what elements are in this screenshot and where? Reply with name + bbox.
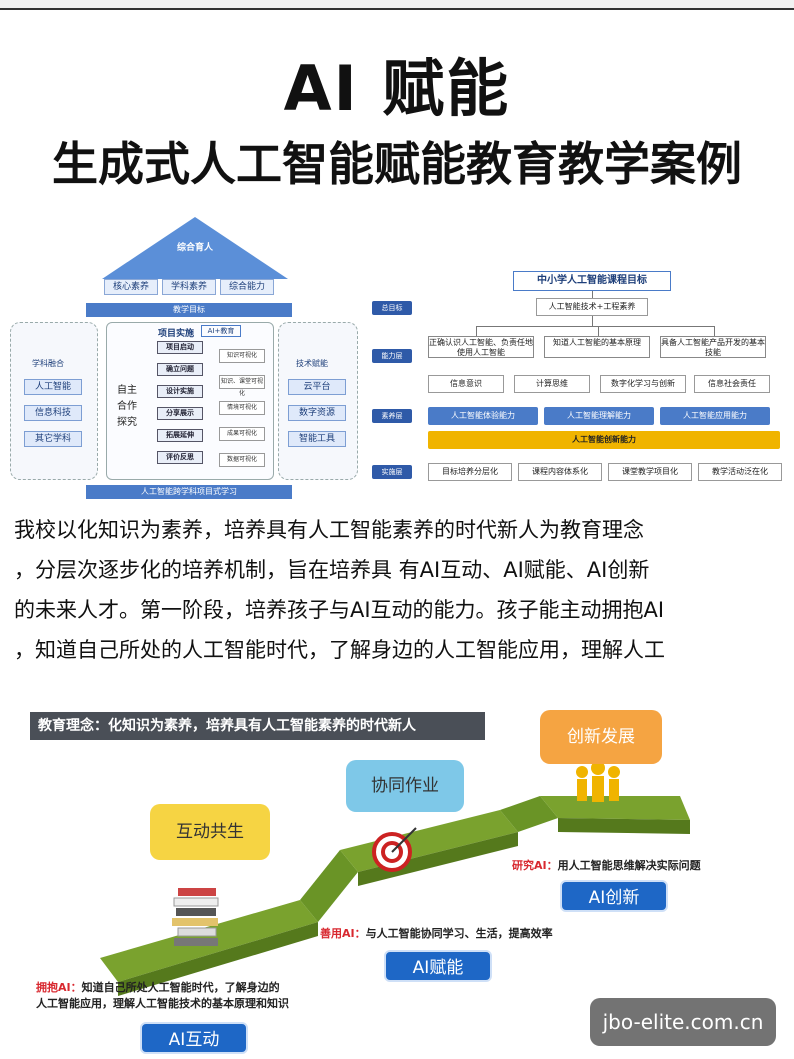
connector-line [592, 316, 593, 326]
project-implement-label: 项目实施 [157, 329, 194, 339]
pyramid-tag: 学科素养 [162, 279, 216, 295]
implementation-chip: 课程内容体系化 [518, 463, 602, 481]
course-goal-title: 中小学人工智能课程目标 [513, 271, 671, 291]
right-group-item: 智能工具 [288, 431, 346, 447]
step-note: 知识、课堂可视化 [219, 375, 265, 397]
project-panel: 项目实施 AI+教育 自主 合作 探究 项目启动 确立问题 设计实施 分享展示 … [106, 322, 274, 480]
project-step: 评价反思 [157, 451, 203, 464]
project-step: 设计实施 [157, 385, 203, 398]
innovation-bar: 人工智能创新能力 [428, 431, 780, 449]
ability-bar: 人工智能体验能力 [428, 407, 538, 425]
intro-paragraph: 我校以化知识为素养，培养具有人工智能素养的时代新人为教育理念 ，分层次逐步化的培… [14, 510, 784, 670]
connector-line [598, 326, 599, 336]
teaching-goal-bar: 教学目标 [86, 303, 292, 317]
left-group-title: 学科融合 [32, 359, 64, 368]
paragraph-line: ，知道自己所处的人工智能时代，了解身边的人工智能应用，理解人工 [14, 638, 665, 662]
ability-bar: 人工智能理解能力 [544, 407, 654, 425]
ability-box: 知道人工智能的基本原理 [544, 336, 650, 358]
paragraph-line: 的未来人才。第一阶段，培养孩子与AI互动的能力。孩子能主动拥抱AI [14, 598, 665, 622]
connector-line [592, 291, 593, 299]
pill-ai-innovation: AI创新 [560, 880, 668, 912]
left-group-item: 信息科技 [24, 405, 82, 421]
step-description-embrace: 拥抱AI：知道自己所处人工智能时代，了解身边的 人工智能应用，理解人工智能技术的… [36, 980, 376, 1012]
step-key: 善用AI： [320, 927, 366, 940]
method-text: 合作 [117, 401, 137, 412]
level-label: 素养层 [372, 409, 412, 423]
step-text: 知道自己所处人工智能时代，了解身边的 [81, 981, 280, 994]
staircase-graphic [100, 761, 690, 996]
growth-staircase: 教育理念：化知识为素养，培养具有人工智能素养的时代新人 互动共生 [0, 700, 794, 1059]
step-key: 研究AI： [512, 859, 558, 872]
pill-ai-empower: AI赋能 [384, 950, 492, 982]
project-step: 分享展示 [157, 407, 203, 420]
pyramid-shape [102, 217, 288, 279]
literacy-chip: 信息意识 [428, 375, 504, 393]
left-group-box [10, 322, 98, 480]
step-description-use: 善用AI：与人工智能协同学习、生活，提高效率 [320, 926, 610, 942]
bottom-bar: 人工智能跨学科项目式学习 [86, 485, 292, 499]
right-group-item: 数字资源 [288, 405, 346, 421]
top-divider [0, 0, 794, 10]
bubble-collaboration: 协同作业 [346, 760, 464, 812]
step-key: 拥抱AI： [36, 981, 82, 994]
page-title: AI 赋能 [283, 52, 511, 125]
step-note: 成果可视化 [219, 427, 265, 441]
bubble-interaction: 互动共生 [150, 804, 270, 860]
pill-ai-interaction: AI互动 [140, 1022, 248, 1054]
left-group-item: 其它学科 [24, 431, 82, 447]
course-goal-diagram: 中小学人工智能课程目标 总目标 能力层 素养层 实施层 人工智能技术+工程素养 … [368, 265, 788, 495]
literacy-chip: 计算思维 [514, 375, 590, 393]
method-text: 探究 [117, 417, 137, 428]
left-diagram: 综合育人 核心素养 学科素养 综合能力 教学目标 学科融合 人工智能 信息科技 … [10, 215, 360, 505]
page-subtitle: 生成式人工智能赋能教育教学案例 [52, 137, 742, 191]
step-note: 知识可视化 [219, 349, 265, 363]
connector-line [476, 326, 477, 336]
right-group-item: 云平台 [288, 379, 346, 395]
literacy-chip: 信息社会责任 [694, 375, 770, 393]
implementation-chip: 目标培养分层化 [428, 463, 512, 481]
project-step: 拓展延伸 [157, 429, 203, 442]
pyramid-top-label: 综合育人 [176, 243, 213, 253]
literacy-chip: 数字化学习与创新 [600, 375, 686, 393]
right-group-box [278, 322, 358, 480]
pyramid-tag: 综合能力 [220, 279, 274, 295]
level-label: 总目标 [372, 301, 412, 315]
paragraph-line: 我校以化知识为素养，培养具有人工智能素养的时代新人为教育理念 [14, 518, 644, 542]
level-label: 能力层 [372, 349, 412, 363]
level-label: 实施层 [372, 465, 412, 479]
right-group-title: 技术赋能 [296, 359, 328, 368]
watermark: jbo-elite.com.cn [590, 998, 776, 1046]
paragraph-line: ，分层次逐步化的培养机制，旨在培养具 有AI互动、AI赋能、AI创新 [14, 558, 650, 582]
method-text: 自主 [117, 385, 137, 396]
ability-bar: 人工智能应用能力 [660, 407, 770, 425]
project-step: 项目启动 [157, 341, 203, 354]
project-step: 确立问题 [157, 363, 203, 376]
pyramid-tag: 核心素养 [104, 279, 158, 295]
implementation-chip: 课堂教学项目化 [608, 463, 692, 481]
step-note: 数据可视化 [219, 453, 265, 467]
bubble-innovation: 创新发展 [540, 710, 662, 764]
step-text: 人工智能应用，理解人工智能技术的基本原理和知识 [36, 997, 289, 1010]
connector-line [714, 326, 715, 336]
step-text: 与人工智能协同学习、生活，提高效率 [365, 927, 553, 940]
left-group-item: 人工智能 [24, 379, 82, 395]
step-text: 用人工智能思维解决实际问题 [557, 859, 701, 872]
ability-box: 具备人工智能产品开发的基本技能 [660, 336, 766, 358]
philosophy-banner: 教育理念：化知识为素养，培养具有人工智能素养的时代新人 [30, 712, 485, 740]
connector-line [476, 326, 714, 327]
step-description-research: 研究AI：用人工智能思维解决实际问题 [512, 858, 772, 874]
ai-education-tag: AI+教育 [201, 325, 241, 337]
implementation-chip: 教学活动泛在化 [698, 463, 782, 481]
step-note: 情境可视化 [219, 401, 265, 415]
vertical-methods: 自主 合作 探究 [117, 383, 141, 431]
overall-goal: 人工智能技术+工程素养 [536, 298, 648, 316]
ability-box: 正确认识人工智能、负责任地使用人工智能 [428, 336, 534, 358]
